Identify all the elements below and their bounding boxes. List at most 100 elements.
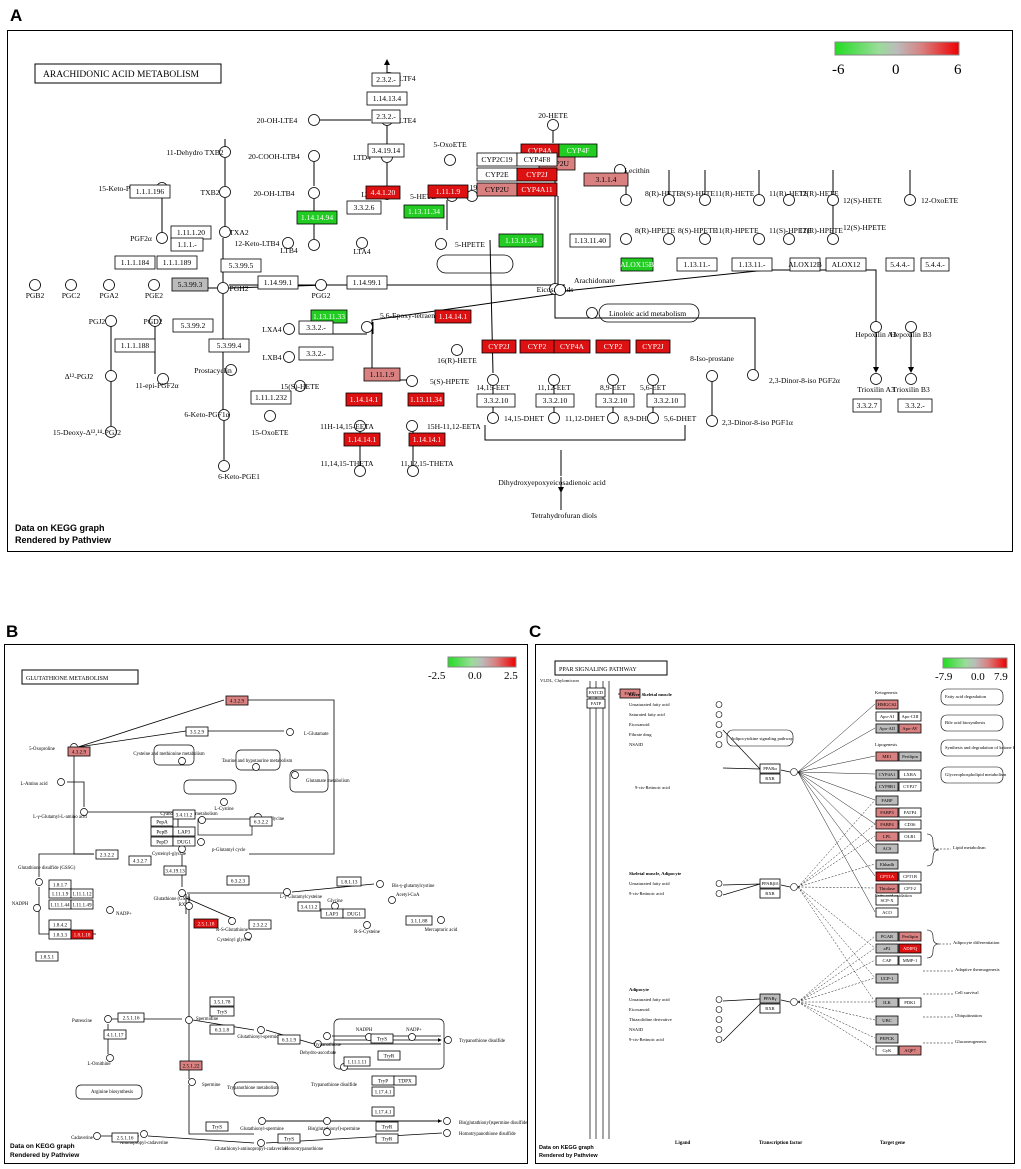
enzyme-box[interactable]: 1.14.14.94: [296, 210, 338, 225]
enzyme-box[interactable]: ALOX12B: [788, 257, 822, 272]
compound-node[interactable]: L-Glutamate: [286, 728, 329, 738]
enzyme-box[interactable]: LAP3: [172, 826, 196, 837]
enzyme-box[interactable]: 1.11.1.49: [70, 899, 94, 910]
compound-node[interactable]: R-S-Cysteine: [354, 921, 380, 936]
enzyme-box[interactable]: 1.8.4.2: [48, 919, 72, 930]
compound-node[interactable]: Mercapturic acid: [425, 916, 458, 934]
enzyme-box[interactable]: 1.13.11.34: [403, 204, 445, 219]
compound-node[interactable]: Δ¹²-PGJ2: [65, 370, 117, 382]
enzyme-box[interactable]: 2.5.1.18: [193, 918, 219, 929]
enzyme-box[interactable]: 1.11.1.232: [250, 390, 292, 405]
enzyme-box[interactable]: TryS: [370, 1033, 394, 1044]
compound-node[interactable]: Trioxilin B3: [892, 373, 930, 395]
compound-node[interactable]: 14,15-EET: [476, 374, 510, 393]
enzyme-box[interactable]: 2.3.2.-: [371, 72, 401, 87]
compound-node[interactable]: 5,6-Epoxy-tetraene: [361, 311, 440, 333]
enzyme-box[interactable]: 4.4.1.20: [365, 185, 401, 200]
enzyme-box[interactable]: CPT1B: [898, 871, 922, 882]
enzyme-box[interactable]: 2.3.2.2: [95, 849, 119, 860]
enzyme-box[interactable]: 1.13.11.-: [676, 257, 718, 272]
enzyme-box[interactable]: 3.5.2.9: [185, 726, 209, 737]
enzyme-box[interactable]: 1.11.1.44: [48, 899, 72, 910]
compound-node[interactable]: NADP+: [106, 906, 133, 918]
enzyme-box[interactable]: UBC: [875, 1015, 899, 1026]
enzyme-box[interactable]: CYP8B1: [875, 781, 899, 792]
enzyme-box[interactable]: 1.13.11.34: [407, 392, 445, 407]
compound-node[interactable]: Glutamate metabolism: [291, 771, 350, 785]
enzyme-box[interactable]: 1.14.14.1: [408, 432, 446, 447]
compound-node[interactable]: 20-OH-LTB4: [253, 187, 320, 199]
compound-node[interactable]: 8(S)-HETE: [663, 189, 716, 206]
compound-node[interactable]: Aminopropyl-cadaverine: [120, 1130, 168, 1147]
compound-node[interactable]: Bis-γ-glutamylcystine: [376, 880, 435, 890]
compound-node[interactable]: Linoleic acid metabolism: [586, 307, 687, 319]
enzyme-box[interactable]: 5.3.99.2: [172, 318, 214, 333]
enzyme-box[interactable]: FATP: [586, 698, 606, 709]
compound-node[interactable]: 11,12-DHET: [548, 412, 605, 424]
enzyme-box[interactable]: PepA: [150, 816, 174, 827]
enzyme-box[interactable]: FABP: [875, 795, 899, 806]
compound-node[interactable]: 6-Keto-PGF1α: [184, 409, 230, 421]
enzyme-box[interactable]: 6.3.1.9: [277, 1034, 301, 1045]
enzyme-box[interactable]: 2.3.2.2: [248, 919, 272, 930]
enzyme-box[interactable]: OLR1: [898, 831, 922, 842]
compound-node[interactable]: 11-epi-PGF2α: [135, 373, 179, 391]
compound-node[interactable]: 20-COOH-LTB4: [248, 150, 320, 162]
enzyme-box[interactable]: 3.3.2.6: [346, 200, 382, 215]
enzyme-box[interactable]: LPL: [875, 831, 899, 842]
enzyme-box[interactable]: 1.1.1.188: [114, 338, 156, 353]
enzyme-box[interactable]: CYP2J: [635, 339, 671, 354]
compound-node[interactable]: Cadaverine: [71, 1132, 101, 1142]
enzyme-box[interactable]: 5.3.99.5: [220, 258, 262, 273]
enzyme-box[interactable]: 3.5.1.78: [209, 996, 235, 1007]
compound-node[interactable]: PGB2: [26, 279, 45, 301]
enzyme-box[interactable]: CYP4F: [558, 143, 598, 158]
compound-node[interactable]: Hepoxilin A3: [855, 321, 897, 340]
compound-node[interactable]: Trypanothione disulfide: [444, 1036, 506, 1045]
compound-node[interactable]: 2,3-Dinor-8-iso PGF1α: [706, 415, 793, 428]
enzyme-box[interactable]: 3.3.2.-: [897, 398, 933, 413]
compound-node[interactable]: PGA2: [100, 279, 119, 301]
compound-node[interactable]: Glutathionyl-aminopropyl-cadaverine: [215, 1139, 288, 1153]
compound-node[interactable]: Cysteine and methionine metabolism: [133, 752, 205, 765]
compound-node[interactable]: Cysteinyl glycine: [217, 932, 252, 944]
enzyme-box[interactable]: CYP4A1: [875, 769, 899, 780]
compound-node[interactable]: Hepoxilin B3: [890, 321, 932, 340]
enzyme-box[interactable]: 1.1.1.189: [156, 255, 198, 270]
enzyme-box[interactable]: PPARγ: [759, 993, 781, 1004]
enzyme-box[interactable]: TDPX: [393, 1075, 417, 1086]
compound-node[interactable]: RX: [179, 902, 193, 910]
compound-node[interactable]: Trypanothione: [313, 1032, 341, 1049]
compound-node[interactable]: LTA4: [353, 237, 371, 257]
enzyme-box[interactable]: ME1: [875, 751, 899, 762]
enzyme-box[interactable]: HMGCS2: [875, 699, 899, 710]
enzyme-box[interactable]: 1.11.1.12: [70, 888, 94, 899]
enzyme-box[interactable]: PPARβ/δ: [759, 878, 781, 889]
enzyme-box[interactable]: UCP-1: [875, 973, 899, 984]
enzyme-box[interactable]: CYP2J: [516, 167, 558, 182]
compound-node[interactable]: 12-OxoETE: [904, 194, 959, 206]
compound-node[interactable]: R-S-Glutathione: [216, 917, 248, 934]
enzyme-box[interactable]: Perilipin: [898, 751, 922, 762]
compound-node[interactable]: 16(R)-HETE: [437, 344, 477, 366]
enzyme-box[interactable]: DUG1: [342, 908, 366, 919]
enzyme-box[interactable]: TryP: [371, 1075, 395, 1086]
enzyme-box[interactable]: 1.8.1.18: [70, 929, 94, 940]
enzyme-box[interactable]: 1.13.11.33: [310, 309, 348, 324]
enzyme-box[interactable]: CYP2E: [476, 167, 518, 182]
enzyme-box[interactable]: Thiolase: [875, 883, 899, 894]
compound-node[interactable]: 11(S)-HPETE: [753, 226, 813, 245]
enzyme-box[interactable]: 1.13.11.-: [731, 257, 773, 272]
compound-node[interactable]: 5(S)-HPETE: [406, 375, 470, 387]
compound-node[interactable]: Homotrypanothione disulfide: [443, 1129, 516, 1138]
enzyme-box[interactable]: PDK1: [898, 997, 922, 1008]
compound-node[interactable]: 8,9-DHET: [607, 412, 657, 424]
compound-node[interactable]: Arachidonate: [554, 276, 616, 296]
enzyme-box[interactable]: CYP4A: [553, 339, 591, 354]
enzyme-box[interactable]: ACO: [875, 907, 899, 918]
compound-node[interactable]: 11-Dehydro TXB2: [166, 146, 231, 158]
enzyme-box[interactable]: aP2: [875, 943, 899, 954]
enzyme-box[interactable]: Perilipin: [898, 931, 922, 942]
enzyme-box[interactable]: RXR: [759, 773, 781, 784]
compound-node[interactable]: 11(R)-HETE: [753, 189, 809, 206]
